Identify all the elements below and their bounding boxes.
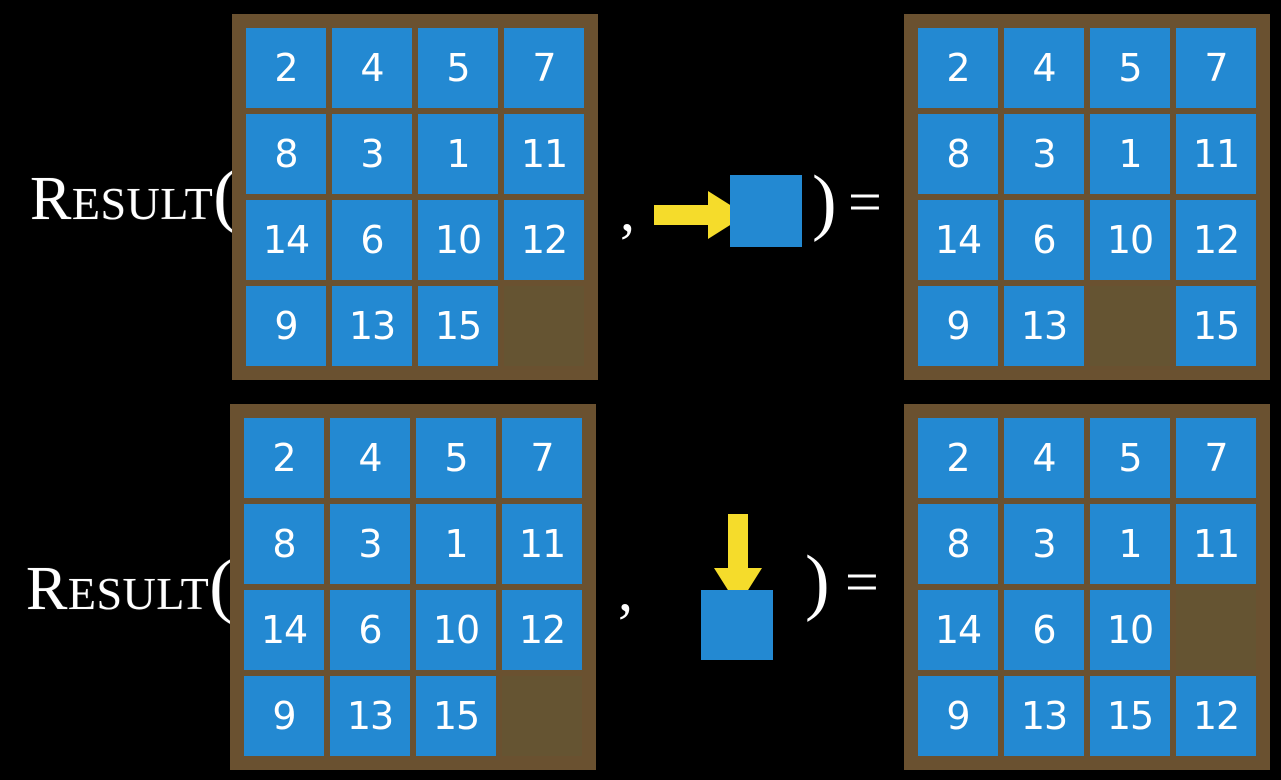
puzzle-tile[interactable]: 15 — [418, 286, 498, 366]
puzzle-blank-cell — [1176, 590, 1256, 670]
puzzle-tile[interactable]: 5 — [418, 28, 498, 108]
puzzle-tile[interactable]: 13 — [1004, 286, 1084, 366]
blank-tile-square-row2 — [701, 590, 773, 660]
result-label-rest: ESULT — [67, 568, 210, 619]
puzzle-tile[interactable]: 12 — [504, 200, 584, 280]
puzzle-tile[interactable]: 5 — [1090, 28, 1170, 108]
puzzle-tile[interactable]: 6 — [332, 200, 412, 280]
puzzle-tile[interactable]: 13 — [332, 286, 412, 366]
move-down-action — [690, 500, 800, 680]
puzzle-tile[interactable]: 13 — [1004, 676, 1084, 756]
result-label-initial: R — [30, 165, 72, 233]
result-label-rest: ESULT — [71, 178, 214, 229]
puzzle-tile[interactable]: 3 — [332, 114, 412, 194]
arrow-right-icon — [654, 191, 746, 239]
puzzle-tile[interactable]: 9 — [246, 286, 326, 366]
puzzle-tile[interactable]: 4 — [1004, 418, 1084, 498]
puzzle-tile[interactable]: 11 — [502, 504, 582, 584]
puzzle-tile[interactable]: 9 — [244, 676, 324, 756]
puzzle-tile[interactable]: 7 — [504, 28, 584, 108]
equals-sign-row2: = — [845, 549, 879, 615]
close-paren-row1: ) — [812, 161, 837, 243]
puzzle-tile[interactable]: 12 — [1176, 676, 1256, 756]
puzzle-tile[interactable]: 14 — [246, 200, 326, 280]
puzzle-tile[interactable]: 10 — [418, 200, 498, 280]
puzzle-tile[interactable]: 13 — [330, 676, 410, 756]
puzzle-tile[interactable]: 2 — [918, 28, 998, 108]
equals-sign-row1: = — [848, 169, 882, 235]
puzzle-tile[interactable]: 14 — [918, 200, 998, 280]
puzzle-blank-cell — [1090, 286, 1170, 366]
puzzle-tile[interactable]: 5 — [416, 418, 496, 498]
puzzle-tile[interactable]: 2 — [244, 418, 324, 498]
comma-row2: , — [618, 557, 633, 623]
puzzle-tile[interactable]: 14 — [244, 590, 324, 670]
comma-row1: , — [620, 177, 635, 243]
puzzle-tile[interactable]: 6 — [330, 590, 410, 670]
puzzle-blank-cell — [504, 286, 584, 366]
puzzle-tile[interactable]: 5 — [1090, 418, 1170, 498]
puzzle-tile[interactable]: 12 — [1176, 200, 1256, 280]
puzzle-tile[interactable]: 2 — [246, 28, 326, 108]
puzzle-tile[interactable]: 10 — [1090, 200, 1170, 280]
blank-tile-square-row1 — [730, 175, 802, 247]
puzzle-tile[interactable]: 3 — [1004, 504, 1084, 584]
puzzle-tile[interactable]: 8 — [246, 114, 326, 194]
puzzle-tile[interactable]: 7 — [502, 418, 582, 498]
puzzle-tile[interactable]: 9 — [918, 286, 998, 366]
puzzle-tile[interactable]: 8 — [918, 114, 998, 194]
puzzle-tile[interactable]: 4 — [332, 28, 412, 108]
puzzle-tile[interactable]: 12 — [502, 590, 582, 670]
result-function-label-row1: RESULT( — [30, 159, 238, 231]
puzzle-tile[interactable]: 8 — [918, 504, 998, 584]
puzzle-tile[interactable]: 11 — [1176, 504, 1256, 584]
puzzle-tile[interactable]: 10 — [1090, 590, 1170, 670]
puzzle-tile[interactable]: 2 — [918, 418, 998, 498]
puzzle-tile[interactable]: 7 — [1176, 418, 1256, 498]
result-function-label-row2: RESULT( — [26, 549, 234, 621]
puzzle-tile[interactable]: 11 — [504, 114, 584, 194]
close-paren-row2: ) — [805, 541, 830, 623]
arrow-down-icon — [714, 514, 762, 606]
puzzle-tile[interactable]: 1 — [416, 504, 496, 584]
puzzle-tile[interactable]: 1 — [1090, 504, 1170, 584]
puzzle-tile[interactable]: 15 — [1176, 286, 1256, 366]
open-paren-row2: ( — [209, 545, 234, 625]
puzzle-tile[interactable]: 8 — [244, 504, 324, 584]
move-right-action — [650, 160, 810, 270]
puzzle-tile[interactable]: 6 — [1004, 200, 1084, 280]
puzzle-tile[interactable]: 4 — [330, 418, 410, 498]
open-paren-row1: ( — [213, 155, 238, 235]
puzzle-tile[interactable]: 9 — [918, 676, 998, 756]
puzzle-tile[interactable]: 4 — [1004, 28, 1084, 108]
result-label-initial: R — [26, 555, 68, 623]
puzzle-tile[interactable]: 3 — [330, 504, 410, 584]
puzzle-tile[interactable]: 7 — [1176, 28, 1256, 108]
puzzle-tile[interactable]: 6 — [1004, 590, 1084, 670]
puzzle-tile[interactable]: 15 — [416, 676, 496, 756]
puzzle-tile[interactable]: 14 — [918, 590, 998, 670]
puzzle-tile[interactable]: 1 — [418, 114, 498, 194]
puzzle-tile[interactable]: 10 — [416, 590, 496, 670]
puzzle-blank-cell — [502, 676, 582, 756]
puzzle-tile[interactable]: 3 — [1004, 114, 1084, 194]
puzzle-tile[interactable]: 1 — [1090, 114, 1170, 194]
puzzle-tile[interactable]: 15 — [1090, 676, 1170, 756]
puzzle-tile[interactable]: 11 — [1176, 114, 1256, 194]
